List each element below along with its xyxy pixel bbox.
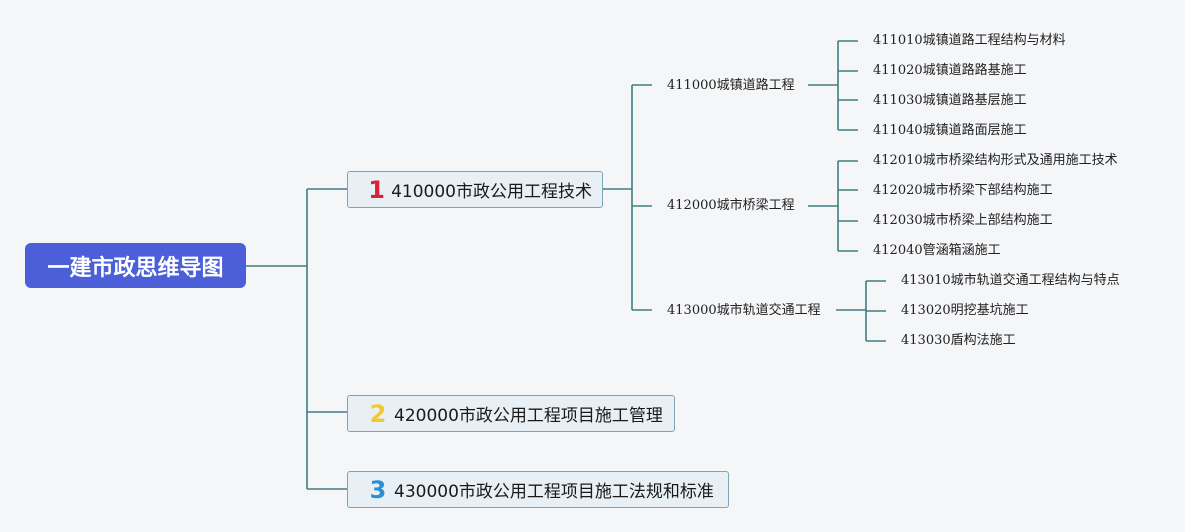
leaf-413020[interactable]: 413020明挖基坑施工 (901, 303, 1029, 318)
leaf-412030[interactable]: 412030城市桥梁上部结构施工 (873, 213, 1053, 228)
leaf-411040[interactable]: 411040城镇道路面层施工 (873, 123, 1027, 138)
number-3-icon: 3 (369, 475, 387, 504)
subtopic-411000[interactable]: 411000城镇道路工程 (667, 78, 795, 93)
leaf-413010[interactable]: 413010城市轨道交通工程结构与特点 (901, 273, 1120, 288)
branch-node-1[interactable]: 1 410000市政公用工程技术 (347, 171, 603, 208)
subtopic-413000[interactable]: 413000城市轨道交通工程 (667, 303, 821, 318)
number-2-icon: 2 (369, 399, 387, 428)
leaf-411030[interactable]: 411030城镇道路基层施工 (873, 93, 1027, 108)
leaf-413030[interactable]: 413030盾构法施工 (901, 333, 1016, 348)
leaf-412040[interactable]: 412040管涵箱涵施工 (873, 243, 1001, 258)
branch-node-3[interactable]: 3 430000市政公用工程项目施工法规和标准 (347, 471, 729, 508)
number-1-icon: 1 (368, 175, 385, 204)
subtopic-412000[interactable]: 412000城市桥梁工程 (667, 198, 795, 213)
branch-label: 430000市政公用工程项目施工法规和标准 (394, 482, 714, 502)
root-label: 一建市政思维导图 (47, 255, 224, 281)
branch-label: 410000市政公用工程技术 (391, 182, 592, 202)
leaf-412020[interactable]: 412020城市桥梁下部结构施工 (873, 183, 1053, 198)
branch-node-2[interactable]: 2 420000市政公用工程项目施工管理 (347, 395, 675, 432)
leaf-412010[interactable]: 412010城市桥梁结构形式及通用施工技术 (873, 153, 1118, 168)
leaf-411010[interactable]: 411010城镇道路工程结构与材料 (873, 33, 1066, 48)
leaf-411020[interactable]: 411020城镇道路路基施工 (873, 63, 1027, 78)
branch-label: 420000市政公用工程项目施工管理 (394, 406, 663, 426)
root-node[interactable]: 一建市政思维导图 (25, 243, 246, 288)
